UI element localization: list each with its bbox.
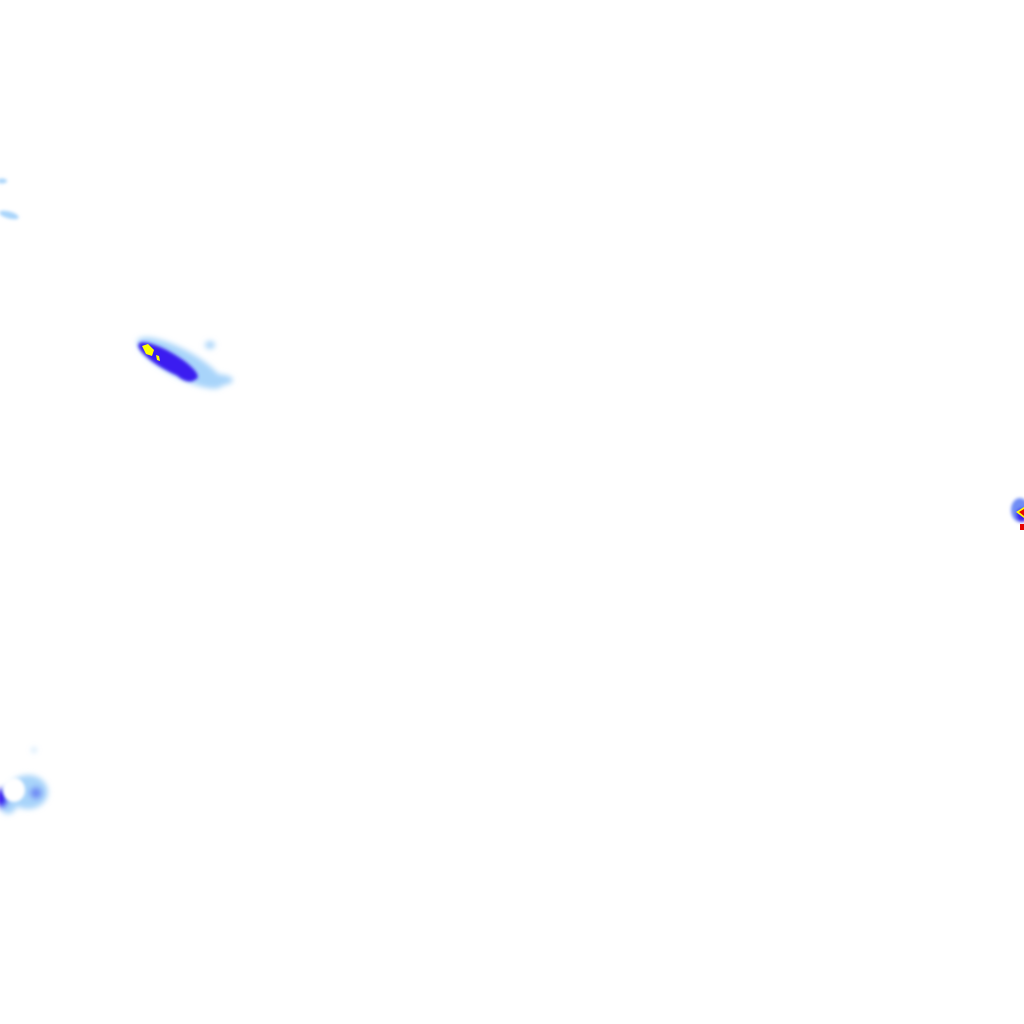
rain-band-west (137, 337, 233, 389)
precip-extreme (1020, 524, 1024, 530)
precip-light (0, 178, 7, 184)
intensity-core (142, 344, 154, 356)
precip-light (197, 374, 233, 386)
intensity-core (156, 355, 160, 361)
precip-light (0, 210, 19, 220)
precip-light (32, 748, 36, 752)
rain-cell-top-left (0, 178, 19, 220)
precip-light (205, 341, 215, 349)
precip-extreme (1019, 509, 1024, 516)
rain-cell-southwest (0, 748, 48, 814)
precip-heavy (174, 364, 196, 382)
precip-moderate (30, 787, 42, 799)
rain-cell-east (1011, 498, 1024, 530)
